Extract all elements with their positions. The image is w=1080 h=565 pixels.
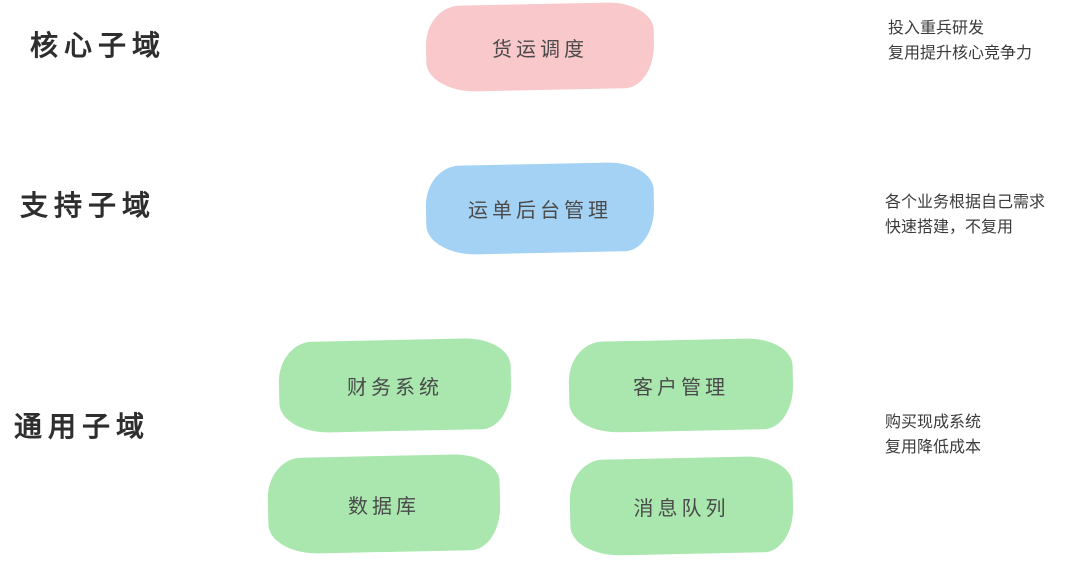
note-generic-line-2: 复用降低成本: [885, 439, 982, 456]
note-core-subdomain: 投入重兵研发 复用提升核心竞争力: [888, 16, 1032, 66]
box-finance-system-label: 财务系统: [347, 377, 443, 399]
box-customer-management[interactable]: 客户管理: [572, 343, 790, 428]
box-message-queue-label: 消息队列: [633, 497, 730, 520]
box-waybill-backend-management-label: 运单后台管理: [468, 200, 612, 222]
note-supporting-subdomain: 各个业务根据自己需求 快速搭建，不复用: [885, 190, 1045, 240]
box-finance-system[interactable]: 财务系统: [282, 343, 508, 428]
box-waybill-backend-management[interactable]: 运单后台管理: [429, 167, 651, 250]
box-freight-dispatch[interactable]: 货运调度: [429, 7, 651, 87]
note-core-line-2: 复用提升核心竞争力: [888, 45, 1033, 62]
note-core-line-1: 投入重兵研发: [888, 20, 985, 37]
note-supporting-line-2: 快速搭建，不复用: [885, 219, 1014, 236]
box-customer-management-label: 客户管理: [633, 377, 729, 399]
row-label-supporting-subdomain: 支持子域: [20, 190, 157, 221]
box-database-label: 数据库: [348, 495, 420, 518]
note-generic-line-1: 购买现成系统: [885, 414, 982, 431]
note-generic-subdomain: 购买现成系统 复用降低成本: [885, 410, 981, 460]
box-message-queue[interactable]: 消息队列: [573, 461, 790, 551]
row-label-core-subdomain: 核心子域: [30, 30, 167, 61]
box-freight-dispatch-label: 货运调度: [492, 38, 588, 61]
note-supporting-line-1: 各个业务根据自己需求: [885, 194, 1046, 211]
row-label-generic-subdomain: 通用子域: [14, 411, 151, 442]
box-database[interactable]: 数据库: [271, 459, 497, 549]
